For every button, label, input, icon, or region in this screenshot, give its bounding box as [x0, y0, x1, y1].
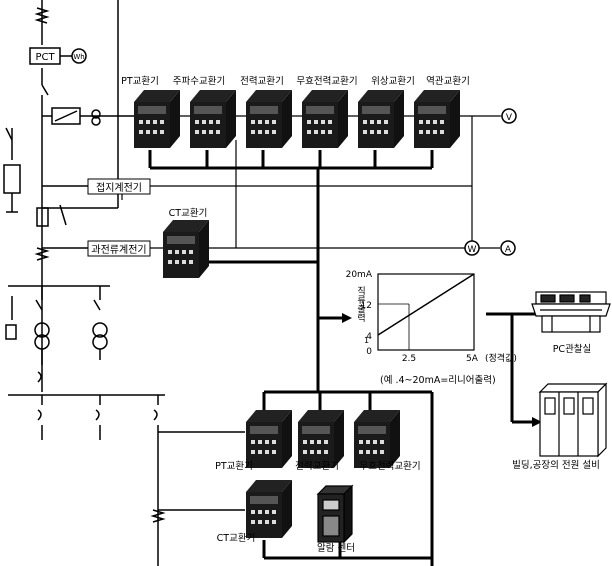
freq-transducer-unit — [190, 90, 236, 148]
meter-v: V — [500, 108, 517, 124]
feeder-branches — [5, 285, 245, 566]
phase-transducer-label: 위상교환기 — [371, 75, 415, 87]
freq-transducer-label: 주파수교환기 — [173, 75, 225, 87]
reactive-transducer-bottom-label: 무효전력교환기 — [359, 460, 420, 472]
graph-x-tick-2-5: 2.5 — [402, 354, 416, 364]
reactive-transducer-top-unit — [302, 90, 348, 148]
ct-transducer-top-unit — [163, 220, 209, 278]
pt-transducer-top-label: PT교환기 — [121, 75, 159, 87]
reactive-transducer-top-label: 무효전력교환기 — [296, 75, 357, 87]
reactive-transducer-bottom-unit — [354, 410, 400, 468]
disconnect-switch-symbol — [41, 84, 49, 96]
graph-y-axis-note: 1 — [364, 336, 369, 345]
graph-x-label: (정격값) — [485, 352, 517, 364]
pf-transducer-unit — [414, 90, 460, 148]
pf-transducer-label: 역관교환기 — [426, 75, 470, 87]
lightning-arrester-symbol — [3, 164, 21, 194]
meter-w-label: W — [468, 245, 477, 255]
graph-x-tick-5a: 5A — [466, 354, 479, 364]
single-line-diagram — [3, 0, 136, 392]
ct-transducer-top-label: CT교환기 — [169, 207, 208, 219]
overcurrent-relay-label: 과전류계전기 — [91, 244, 146, 256]
phase-transducer-unit — [358, 90, 404, 148]
ct-symbol — [34, 247, 50, 261]
power-transducer-bottom-unit — [298, 410, 344, 468]
top-resistor-symbol — [34, 7, 50, 24]
ct-transducer-bottom-unit — [246, 480, 292, 538]
alarm-center-unit — [316, 484, 354, 544]
pc-connection-wiring — [486, 312, 542, 427]
building-equipment-cabinets — [538, 382, 608, 458]
graph-frame — [377, 273, 475, 351]
meter-a: A — [500, 240, 516, 256]
graph-line — [377, 273, 475, 336]
power-transducer-top-label: 전력교환기 — [240, 75, 284, 87]
wh-label: Wh — [73, 53, 84, 61]
pt-transducer-bottom-unit — [246, 410, 292, 468]
pc-room-console — [531, 291, 611, 333]
meter-w: W — [464, 240, 480, 256]
graph-y-axis-label: 직류출력 — [355, 286, 365, 323]
ground-relay-label: 접지계전기 — [96, 182, 142, 194]
ground-relay-box: 접지계전기 — [87, 178, 151, 195]
graph-y-tick-4: 4 — [366, 332, 372, 342]
power-transducer-top-unit — [246, 90, 292, 148]
pc-room-label: PC관찰실 — [553, 344, 592, 355]
pct-label: PCT — [35, 52, 55, 63]
top-bus-wiring — [90, 115, 500, 392]
output-graph: 20mA 12 4 0 2.5 5A (정격값) 직류출력 1 (예 .4~20… — [346, 270, 517, 386]
graph-y-tick-12: 12 — [361, 301, 372, 311]
building-equipment-label: 빌딩,공장의 전원 설비 — [512, 460, 600, 471]
graph-y-tick-0: 0 — [366, 347, 372, 357]
wh-meter: Wh — [71, 48, 87, 64]
graph-y-unit: 20mA — [346, 270, 373, 280]
graph-caption: (예 .4~20mA=리니어출력) — [380, 374, 496, 386]
bottom-labels: PT교환기 전력교환기 무효전력교환기 CT교환기 알람 센터 — [215, 460, 420, 554]
overcurrent-relay-box: 과전류계전기 — [87, 240, 151, 257]
top-transducers — [134, 90, 460, 148]
bottom-group-wiring — [262, 390, 434, 566]
ct-transducer-bottom-label: CT교환기 — [217, 532, 256, 544]
pct-box: PCT — [29, 47, 61, 65]
pt-transducer-bottom-label: PT교환기 — [215, 460, 253, 472]
pt-transducer-top-unit — [134, 90, 180, 148]
power-transducer-bottom-label: 전력교환기 — [295, 460, 339, 472]
top-transducer-labels: PT교환기 주파수교환기 전력교환기 무효전력교환기 위상교환기 역관교환기 — [121, 75, 470, 87]
meter-a-label: A — [505, 245, 512, 255]
alarm-center-label: 알람 센터 — [317, 542, 355, 554]
meter-v-label: V — [506, 113, 513, 123]
